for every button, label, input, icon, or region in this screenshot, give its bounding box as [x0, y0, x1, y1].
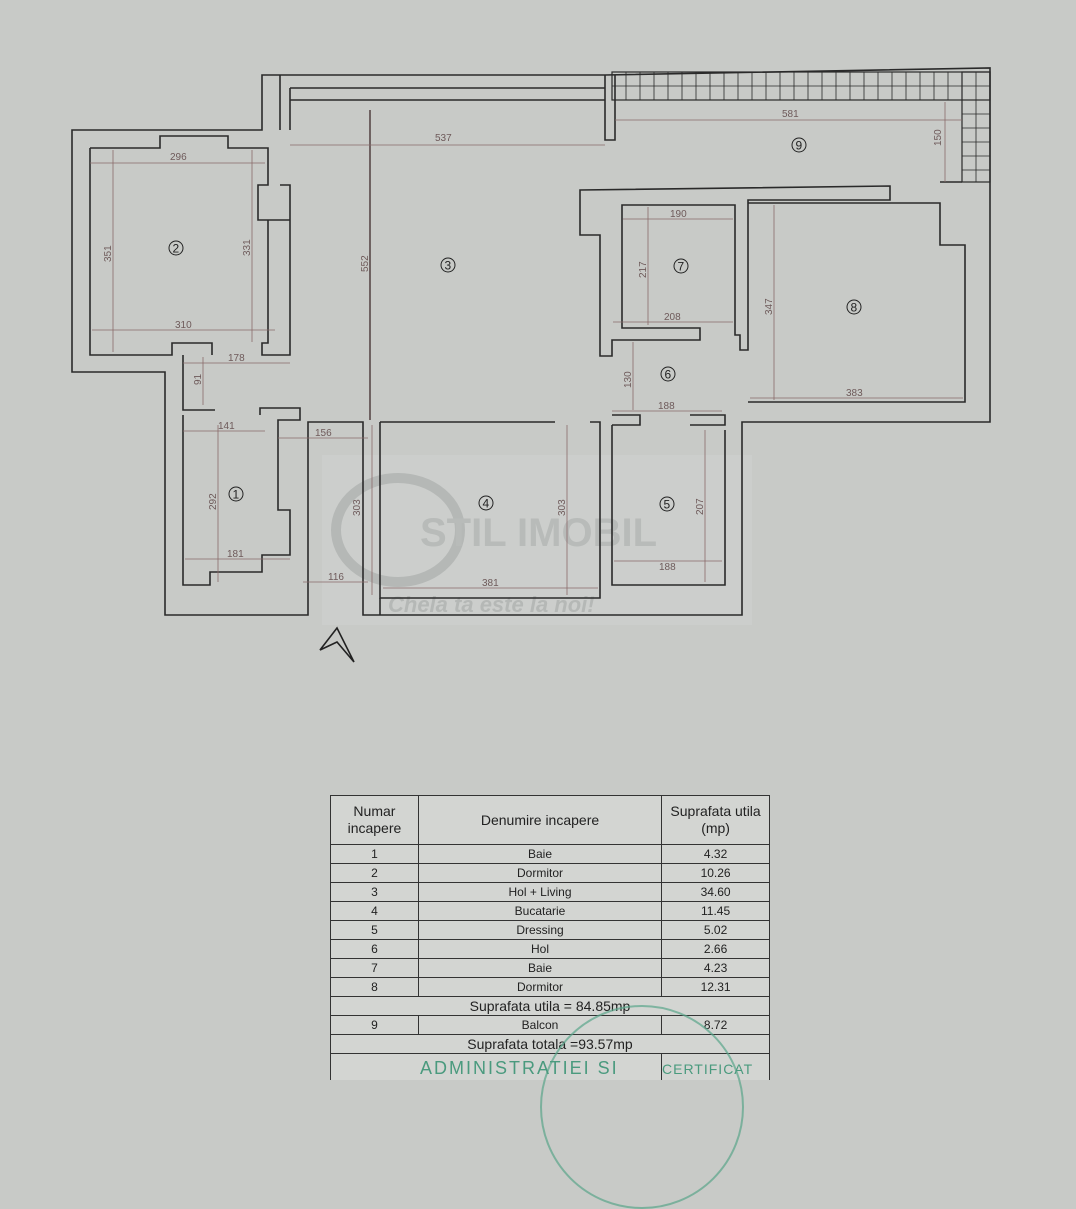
- cell-nr: 8: [330, 977, 419, 997]
- room-label-2: 2: [168, 240, 184, 256]
- dim-r7-bottom: 208: [664, 312, 681, 323]
- header-room-name: Denumire incapere: [417, 795, 663, 845]
- cell-nr: 3: [330, 882, 419, 902]
- cell-name: Hol: [417, 939, 663, 959]
- cell-area: 4.23: [661, 958, 770, 978]
- room-label-4: 4: [478, 495, 494, 511]
- dim-r6-depth: 130: [623, 371, 634, 388]
- svg-text:1: 1: [233, 488, 240, 502]
- cell-area: 4.32: [661, 844, 770, 864]
- balcony-railing: [611, 71, 991, 183]
- walls: [71, 67, 991, 616]
- svg-text:8: 8: [851, 301, 858, 315]
- svg-text:6: 6: [665, 368, 672, 382]
- svg-text:9: 9: [796, 139, 803, 153]
- useful-total-row: Suprafata utila = 84.85mp: [330, 996, 770, 1016]
- room-label-7: 7: [673, 258, 689, 274]
- dim-r5-height: 207: [695, 498, 706, 515]
- svg-text:2: 2: [173, 242, 180, 256]
- floor-plan: STIL IMOBIL Chela ta este la noi!: [71, 67, 991, 663]
- cell-area: 5.02: [661, 920, 770, 940]
- dim-kitchen-width: 381: [482, 578, 499, 589]
- dim-kitchen-left: 303: [352, 499, 363, 516]
- watermark: STIL IMOBIL Chela ta este la noi!: [322, 455, 752, 625]
- cell-name: Dressing: [417, 920, 663, 940]
- dim-r1-top: 141: [218, 421, 235, 432]
- cell-area: 2.66: [661, 939, 770, 959]
- cell-nr: 4: [330, 901, 419, 921]
- cell-area: 12.31: [661, 977, 770, 997]
- dim-hall-width: 178: [228, 353, 245, 364]
- dim-r6-width: 188: [658, 401, 675, 412]
- dim-r2-bottom: 310: [175, 320, 192, 331]
- dim-balcony-depth: 150: [933, 129, 944, 146]
- dim-r7-height: 217: [638, 261, 649, 278]
- header-room-number: Numar incapere: [330, 795, 419, 845]
- room-label-9: 9: [791, 137, 807, 153]
- svg-text:7: 7: [678, 260, 685, 274]
- dim-balcony-width: 581: [782, 109, 799, 120]
- cell-name: Dormitor: [417, 977, 663, 997]
- watermark-logo: STIL IMOBIL: [420, 511, 657, 555]
- svg-text:3: 3: [445, 259, 452, 273]
- room-label-5: 5: [659, 496, 675, 512]
- dim-r1-bottom: 181: [227, 549, 244, 560]
- dim-living-height: 552: [360, 255, 371, 272]
- dimension-lines: [90, 102, 963, 595]
- cell-nr: 1: [330, 844, 419, 864]
- dim-r8-height: 347: [764, 298, 775, 315]
- cell-nr: 2: [330, 863, 419, 883]
- dim-r2-left: 351: [103, 245, 114, 262]
- dim-r8-width: 383: [846, 388, 863, 399]
- svg-text:5: 5: [664, 498, 671, 512]
- room-areas-table: Numar incapere Denumire incapere Suprafa…: [329, 795, 770, 1080]
- cell-name: Baie: [417, 958, 663, 978]
- cell-name: Bucatarie: [417, 901, 663, 921]
- dim-living-width: 537: [435, 133, 452, 144]
- dim-hall-depth: 91: [193, 373, 204, 385]
- dim-r1-height: 292: [208, 493, 219, 510]
- dim-r2-right: 331: [242, 239, 253, 256]
- cell-name: Dormitor: [417, 863, 663, 883]
- stamp-middle-text: CERTIFICAT: [662, 1061, 754, 1077]
- room-label-8: 8: [846, 299, 862, 315]
- dim-r2-top: 296: [170, 152, 187, 163]
- dim-r1-gap2: 116: [328, 572, 344, 583]
- dim-r1-gap: 156: [315, 428, 332, 439]
- dim-kitchen-right: 303: [557, 499, 568, 516]
- cell-nr: 6: [330, 939, 419, 959]
- room-label-6: 6: [660, 366, 676, 382]
- room-label-1: 1: [228, 486, 244, 502]
- dim-r5-width: 188: [659, 562, 676, 573]
- watermark-slogan: Chela ta este la noi!: [388, 592, 595, 617]
- cell-area: 34.60: [661, 882, 770, 902]
- cell-nr: 5: [330, 920, 419, 940]
- svg-text:4: 4: [483, 497, 490, 511]
- room-labels: 1 2 3 4 5 6 7 8 9: [168, 137, 862, 512]
- cell-area: 10.26: [661, 863, 770, 883]
- header-area: Suprafata utila (mp): [661, 795, 770, 845]
- north-arrow-icon: [319, 626, 355, 663]
- cell-nr: 7: [330, 958, 419, 978]
- dim-r7-top: 190: [670, 209, 687, 220]
- cell-name: Baie: [417, 844, 663, 864]
- room-label-3: 3: [440, 257, 456, 273]
- cell-area: 11.45: [661, 901, 770, 921]
- stamp-top-text: ADMINISTRATIEI SI: [420, 1058, 619, 1078]
- cell-name: Hol + Living: [417, 882, 663, 902]
- dimension-labels: 537 581 150 296 351 331 310 178 91 141 1…: [103, 109, 944, 589]
- certification-stamp: [540, 1005, 744, 1209]
- table-header: Numar incapere Denumire incapere Suprafa…: [330, 795, 770, 845]
